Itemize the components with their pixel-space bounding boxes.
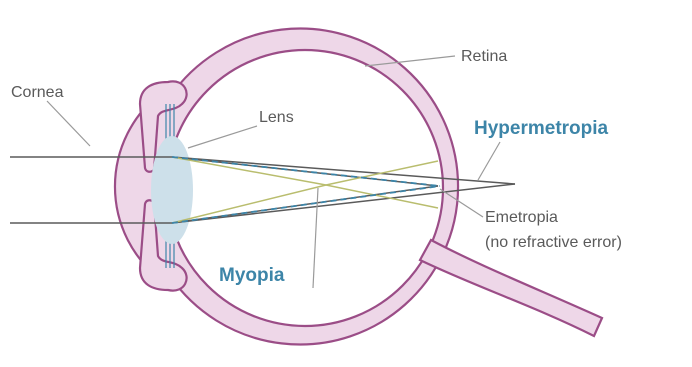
lens bbox=[151, 136, 193, 244]
emetropia-label: Emetropia bbox=[485, 209, 558, 226]
lens-label: Lens bbox=[259, 109, 294, 126]
optic-nerve bbox=[420, 240, 602, 336]
emetropia-sublabel: (no refractive error) bbox=[485, 234, 622, 251]
retina-label: Retina bbox=[461, 48, 507, 65]
cornea-label: Cornea bbox=[11, 84, 64, 101]
hypermetropia-label: Hypermetropia bbox=[474, 118, 609, 139]
myopia-label: Myopia bbox=[219, 265, 285, 286]
